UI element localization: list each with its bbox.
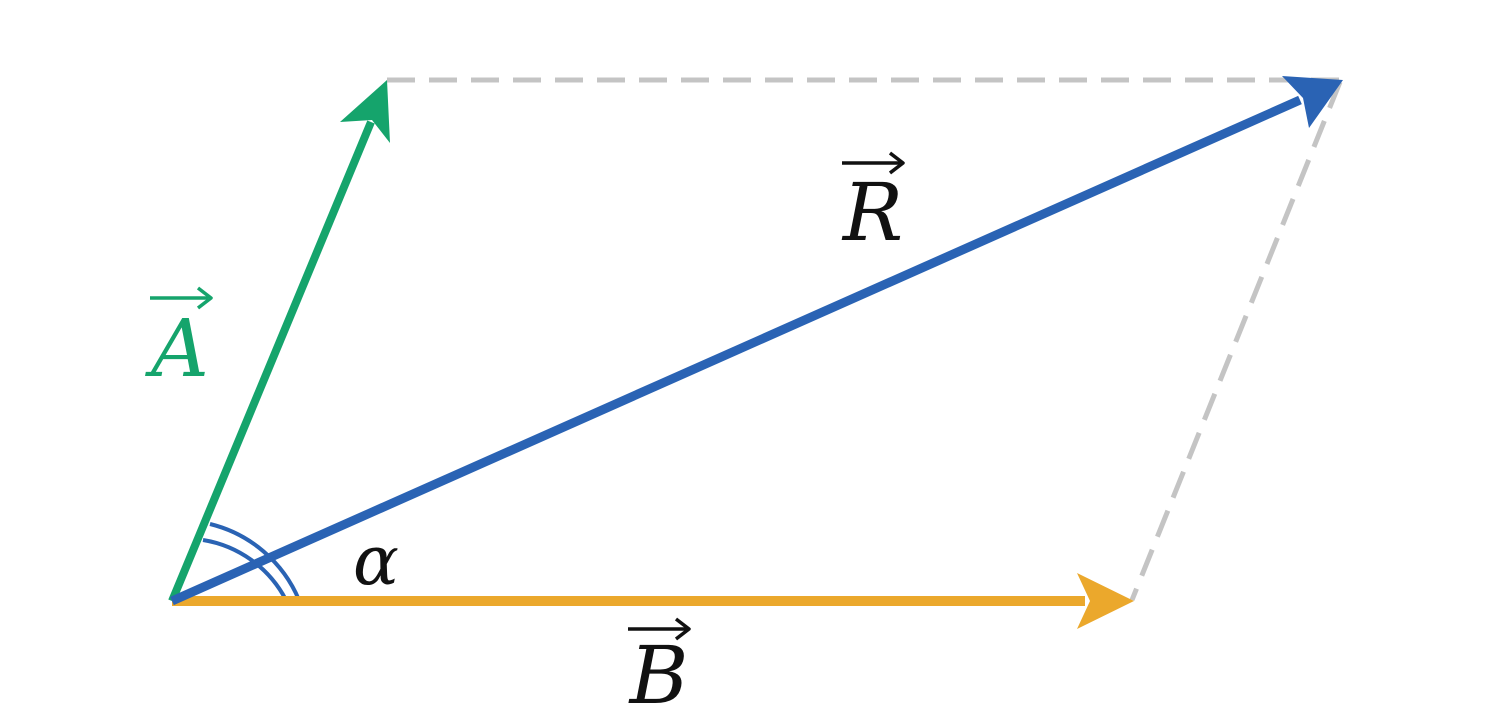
vector-b-label-arrow-head: [674, 617, 691, 641]
angle-arc-outer: [209, 522, 301, 601]
vector-r-arrowhead: [1282, 76, 1343, 128]
vector-b-label: B: [628, 617, 691, 716]
vector-r-label-text: R: [841, 166, 903, 259]
angle-arc-inner: [202, 538, 288, 601]
vector-b-label-text: B: [628, 629, 689, 716]
vector-a-arrowhead: [340, 80, 390, 143]
vector-r-label-arrow-head: [888, 151, 905, 175]
vector-a-shaft: [168, 120, 375, 603]
vector-r-shaft: [170, 95, 1302, 606]
angle-label-alpha: α: [353, 522, 399, 601]
vector-a-label-arrow-head: [196, 286, 213, 310]
vector-b-arrowhead: [1077, 573, 1134, 629]
vector-a-label: A: [144, 286, 213, 395]
vector-a-label-text: A: [144, 302, 209, 395]
parallelogram-right-dashed-line: [1129, 81, 1343, 601]
vector-r-label: R: [841, 151, 905, 259]
